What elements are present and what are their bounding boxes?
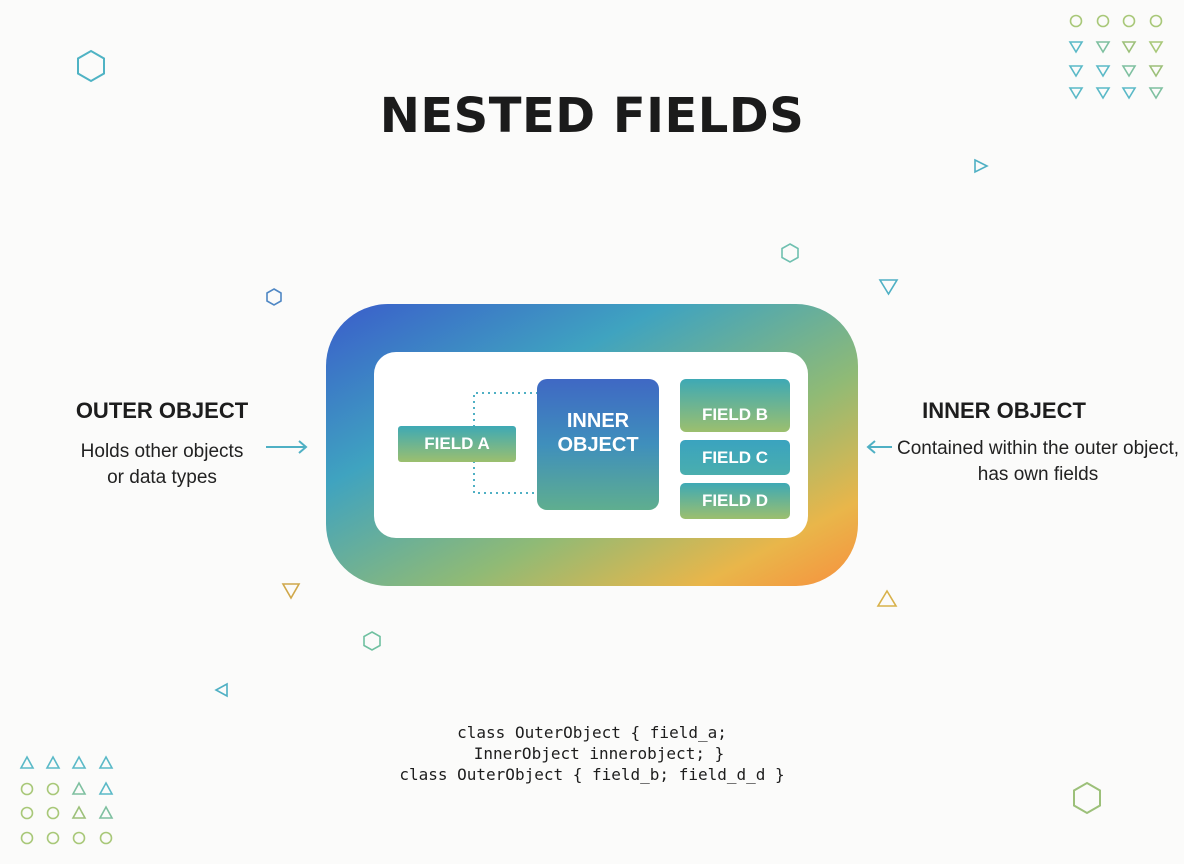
connector-bottom — [473, 461, 577, 494]
pattern-grid-top-right — [1068, 14, 1164, 100]
field-b-box — [680, 379, 790, 432]
inner-object-desc-line-2: has own fields — [977, 464, 1099, 485]
pattern-grid-bottom-left — [19, 755, 114, 845]
left-arrow-icon — [866, 440, 892, 454]
outer-object-desc-line-1: Holds other objects — [80, 441, 244, 462]
triangle-left-icon — [214, 682, 228, 698]
inner-object-desc-line-1: Contained within the outer object, — [896, 438, 1179, 459]
inner-object-description: Contained within the outer object, has o… — [893, 436, 1183, 488]
inner-object-box — [537, 379, 659, 510]
inner-object-label-line-1: INNER — [566, 410, 630, 432]
code-line-2: InnerObject innerobject; } — [473, 744, 725, 763]
triangle-up-icon — [876, 589, 898, 607]
outer-object-description: Holds other objects or data types — [52, 439, 272, 491]
inner-object-label: INNER OBJECT — [537, 398, 659, 468]
hexagon-icon — [363, 631, 381, 651]
field-d-label: FIELD D — [701, 491, 769, 510]
hexagon-icon — [266, 288, 282, 306]
field-a-label: FIELD A — [424, 434, 490, 453]
right-arrow-icon — [266, 440, 308, 454]
field-b-label: FIELD B — [701, 404, 769, 424]
triangle-down-icon — [281, 583, 301, 600]
outer-object-heading: OUTER OBJECT — [75, 398, 249, 423]
outer-object-desc-line-2: or data types — [107, 467, 217, 488]
field-a-box — [398, 426, 516, 462]
inner-object-label-line-2: OBJECT — [557, 434, 639, 456]
code-line-3: class OuterObject { field_b; field_d_d } — [399, 765, 785, 784]
hexagon-icon — [781, 243, 799, 263]
hexagon-icon — [77, 49, 105, 83]
triangle-right-icon — [974, 158, 989, 174]
code-line-1: class OuterObject { field_a; — [457, 723, 727, 742]
hexagon-icon — [1073, 781, 1101, 815]
field-d-box — [680, 483, 790, 519]
inner-object-heading: INNER OBJECT — [922, 398, 1086, 423]
code-snippet: class OuterObject { field_a; InnerObject… — [0, 722, 1184, 785]
field-c-label: FIELD C — [701, 447, 769, 467]
field-c-box — [680, 440, 790, 475]
triangle-down-icon — [878, 279, 899, 296]
page-title: NESTED FIELDS — [379, 88, 805, 144]
